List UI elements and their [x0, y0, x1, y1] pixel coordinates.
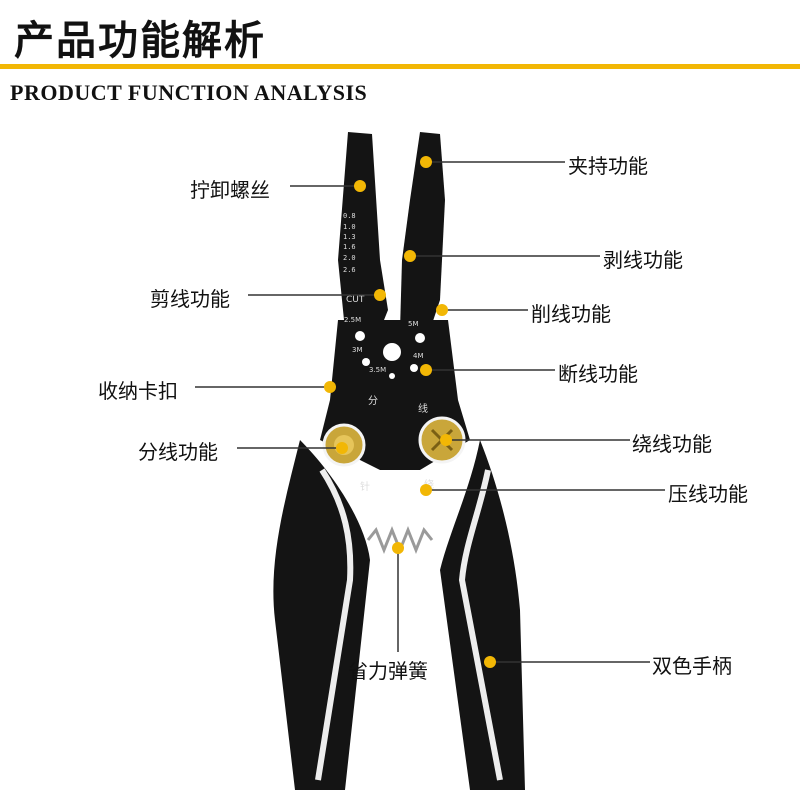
cut-mark: CUT — [346, 295, 365, 305]
callout-shave: 削线功能 — [531, 302, 611, 326]
page-subtitle: PRODUCT FUNCTION ANALYSIS — [10, 80, 368, 105]
gauge-4: 2.0 — [343, 254, 356, 262]
hole-label-4: 3.5M — [369, 366, 386, 374]
dot-strip — [404, 250, 416, 262]
hole-b — [415, 333, 425, 343]
hole-c — [362, 358, 370, 366]
glyph-1: 线 — [418, 402, 428, 415]
hole-e — [389, 373, 395, 379]
callout-split: 分线功能 — [138, 440, 218, 464]
right-handle — [440, 440, 525, 790]
dot-shave — [436, 304, 448, 316]
hole-label-3: 4M — [413, 352, 424, 360]
hole-d — [410, 364, 418, 372]
dot-screw — [354, 180, 366, 192]
gauge-3: 1.6 — [343, 243, 356, 251]
hole-label-0: 2.5M — [344, 316, 361, 324]
callout-strip: 剥线功能 — [603, 248, 683, 272]
callout-buckle: 收纳卡扣 — [98, 379, 178, 403]
dot-spring — [392, 542, 404, 554]
hole-a — [355, 331, 365, 341]
callout-break: 断线功能 — [558, 362, 638, 386]
callout-wind: 绕线功能 — [632, 432, 712, 456]
callout-clamp: 夹持功能 — [568, 154, 648, 178]
dot-crimp — [420, 484, 432, 496]
hole-label-1: 5M — [408, 320, 419, 328]
gauge-5: 2.6 — [343, 266, 356, 274]
dot-handle — [484, 656, 496, 668]
gauge-1: 1.0 — [343, 223, 356, 231]
dot-split — [336, 442, 348, 454]
left-handle-stripe — [315, 468, 354, 781]
right-handle-stripe — [458, 469, 503, 781]
glyph-0: 分 — [368, 395, 378, 407]
gauge-0: 0.8 — [343, 212, 356, 220]
dot-clamp — [420, 156, 432, 168]
dot-cut — [374, 289, 386, 301]
callout-spring: 省力弹簧 — [348, 659, 428, 683]
page-title: 产品功能解析 — [14, 18, 266, 64]
callout-crimp: 压线功能 — [668, 482, 748, 506]
glyph-3: 绕 — [424, 478, 434, 491]
title-underline — [0, 64, 800, 69]
hole-label-2: 3M — [352, 346, 363, 354]
callout-handle: 双色手柄 — [652, 654, 732, 678]
callout-screw: 拧卸螺丝 — [190, 178, 270, 202]
dot-buckle — [324, 381, 336, 393]
right-jaw — [400, 132, 445, 330]
glyph-2: 针 — [360, 480, 370, 493]
gauge-2: 1.3 — [343, 233, 356, 241]
callout-cut: 剪线功能 — [150, 287, 230, 311]
hole-large — [383, 343, 401, 361]
left-handle — [273, 440, 370, 790]
dot-wind — [440, 434, 452, 446]
dot-break — [420, 364, 432, 376]
left-jaw — [338, 132, 388, 330]
